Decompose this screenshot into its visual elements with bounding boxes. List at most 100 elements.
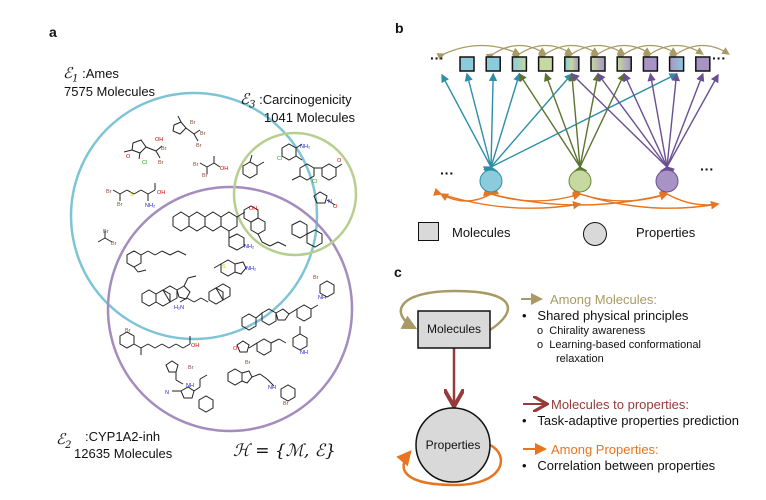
svg-text:N: N: [165, 390, 169, 396]
among-properties-heading: Among Properties:: [551, 442, 659, 457]
svg-text:H₂N: H₂N: [174, 305, 184, 311]
among-properties-loop: [396, 443, 503, 487]
molecule-structure: [281, 143, 303, 161]
molecule-structure: [313, 191, 336, 206]
molecules-ellipsis-right: ···: [712, 50, 726, 66]
sub-bullet-continuation: relaxation: [556, 353, 604, 365]
molecule-node: [537, 56, 554, 72]
molecule-node: [616, 56, 632, 72]
molecule-structure: [123, 139, 163, 160]
bullet-item: • Shared physical principles: [522, 308, 689, 323]
svg-text:OH: OH: [220, 166, 228, 172]
svg-text:Br: Br: [202, 173, 208, 179]
svg-text:S: S: [222, 264, 226, 270]
molecule-structure: [141, 275, 197, 307]
svg-text:OH: OH: [157, 190, 165, 196]
molecule-node: [695, 56, 711, 72]
svg-text:Br: Br: [158, 160, 164, 166]
molecule-structure: [165, 360, 214, 413]
svg-text:NH: NH: [186, 383, 194, 389]
ames-set-circle: [69, 91, 319, 341]
legend-molecule-swatch: [418, 222, 439, 241]
molecule-relation-arc: [669, 44, 730, 61]
properties-node-label: Properties: [425, 438, 481, 452]
property-relation-arc: [572, 187, 720, 210]
molecule-structure: [97, 231, 113, 243]
molecule-node: [668, 56, 685, 72]
molecules-node: [417, 310, 491, 349]
property-molecule-edge: [659, 73, 719, 176]
bullet-item: • Correlation between properties: [522, 458, 716, 473]
properties-node: [415, 407, 491, 483]
molecule-structure: [242, 154, 265, 179]
svg-text:Br: Br: [313, 275, 319, 281]
cyp1a2-set-label: ℰ2: [56, 430, 72, 452]
svg-text:NH₂: NH₂: [246, 266, 256, 272]
svg-text:Br: Br: [106, 189, 112, 195]
svg-text:Br: Br: [125, 328, 131, 334]
legend-molecules-label: Molecules: [452, 225, 511, 240]
cyp1a2-set-circle: [106, 185, 354, 433]
molecule-structure: [291, 163, 343, 181]
svg-text:Br: Br: [196, 143, 202, 149]
molecule-structure: [236, 326, 308, 356]
svg-text:Br: Br: [245, 360, 251, 366]
among-molecules-loop: [399, 289, 510, 332]
svg-text:O⁻: O⁻: [233, 346, 240, 352]
svg-text:O: O: [337, 158, 342, 164]
property-node: [655, 169, 679, 193]
property-node: [568, 169, 592, 193]
molecules-node-label: Molecules: [426, 322, 482, 336]
svg-text:Br: Br: [200, 131, 206, 137]
svg-text:Br: Br: [117, 202, 123, 208]
molecule-node: [485, 56, 501, 72]
atom-labels: OH O Cl Br Br Br Br Br Br Br OH Br Br S …: [103, 120, 342, 407]
svg-text:Br: Br: [188, 365, 194, 371]
molecule-node: [459, 56, 475, 72]
cyp1a2-set-name: :CYP1A2-inh: [85, 429, 161, 444]
molecule-structure: [112, 183, 156, 201]
svg-text:NH: NH: [268, 385, 276, 391]
molecule-node: [511, 56, 528, 72]
svg-text:Cl: Cl: [277, 156, 282, 162]
carcinogenicity-set-label: ℰ3 :Carcinogenicity: [240, 90, 352, 111]
svg-text:OH: OH: [249, 206, 257, 212]
among-molecules-heading: Among Molecules:: [550, 292, 657, 307]
molecule-structure: [243, 205, 287, 247]
molecule-structure: [172, 211, 246, 251]
property-relation-arc: [433, 187, 582, 210]
atom-label: OH: [155, 137, 163, 143]
molecule-structure: [227, 368, 296, 402]
hypergraph-formula: ℋ = {ℳ, ℰ}: [233, 441, 336, 461]
molecule-structure: [291, 220, 323, 248]
cyp1a2-set-count: 12635 Molecules: [74, 446, 173, 461]
svg-text:NH₂: NH₂: [300, 144, 310, 150]
molecule-node: [642, 56, 659, 72]
molecule-node: [564, 56, 580, 72]
molecule-structure: [179, 283, 231, 305]
properties-ellipsis-right: ···: [700, 161, 714, 177]
svg-text:S: S: [130, 192, 134, 198]
sub-bullet-item: o Learning-based conformational: [537, 339, 701, 351]
molecule-node: [590, 56, 606, 72]
svg-text:NH: NH: [318, 295, 326, 301]
legend-properties-label: Properties: [636, 225, 696, 240]
svg-text:Br: Br: [161, 146, 167, 152]
ames-set-name: :Ames: [82, 66, 119, 81]
svg-text:O: O: [126, 154, 131, 160]
molecules-to-properties-heading: Molecules to properties:: [551, 397, 690, 412]
svg-text:OH: OH: [191, 343, 199, 349]
svg-text:Cl: Cl: [142, 160, 147, 166]
molecule-structure: [119, 331, 191, 355]
panel-a-label: a: [49, 24, 57, 40]
molecule-structures: [97, 115, 343, 413]
molecule-structure: [172, 115, 201, 142]
bullet-item: • Task-adaptive properties prediction: [522, 413, 740, 428]
molecule-structure: [126, 250, 187, 273]
carcinogenicity-set-circle: [232, 131, 358, 257]
molecule-structure: [241, 280, 335, 331]
svg-text:Br: Br: [111, 241, 117, 247]
svg-text:NH₂: NH₂: [145, 203, 155, 209]
